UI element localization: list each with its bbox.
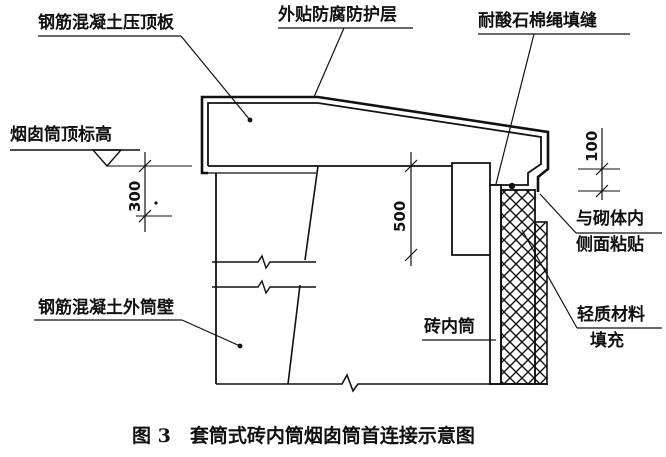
leader-anticorrosion [313, 27, 345, 98]
outer-wall-inner-face [287, 165, 319, 385]
dim-500-label: 500 [391, 201, 409, 232]
coping-slab [207, 102, 542, 256]
dim-300-tick-top [138, 159, 152, 173]
label-bonded-line2: 侧面粘贴 [576, 234, 644, 255]
dim-300-dot [154, 201, 158, 205]
leader-bonded [539, 193, 577, 234]
label-fill-line2: 填充 [590, 330, 624, 351]
label-fill-line1: 轻质材料 [577, 304, 645, 325]
dim-500-tick-bottom [404, 248, 418, 262]
label-outer-wall: 钢筋混凝土外筒壁 [38, 297, 174, 318]
elevation-triangle [91, 149, 123, 168]
figure-caption: 图 3 套筒式砖内筒烟囱筒首连接示意图 [132, 424, 475, 447]
dim-500-tick-top [404, 159, 418, 173]
lightweight-fill [500, 189, 536, 385]
leader-coping [180, 35, 251, 121]
label-anticorrosion: 外贴防腐防护层 [278, 4, 397, 25]
label-top-elevation: 烟囱筒顶标高 [10, 124, 112, 145]
leader-coping-dot [247, 117, 253, 123]
leader-outer-wall [181, 319, 241, 347]
label-asbestos-rope: 耐酸石棉绳填缝 [478, 10, 597, 31]
label-bonded-line1: 与砌体内 [576, 208, 644, 229]
anticorrosion-outline [200, 95, 550, 192]
leader-asbestos [495, 33, 535, 185]
dim-300-label: 300 [126, 181, 144, 212]
leader-outer-wall-dot [237, 343, 243, 349]
asbestos-rope-dot [508, 182, 516, 190]
inner-lining [534, 221, 548, 385]
leader-fill [521, 229, 578, 329]
break-line-upper [212, 254, 316, 270]
label-brick-flue: 砖内筒 [424, 316, 475, 337]
break-line-bottom [216, 373, 490, 393]
break-line-lower [212, 279, 316, 295]
label-coping-slab: 钢筋混凝土压顶板 [38, 12, 175, 33]
dim-100-label: 100 [583, 131, 601, 162]
brick-inner-flue [489, 184, 502, 385]
